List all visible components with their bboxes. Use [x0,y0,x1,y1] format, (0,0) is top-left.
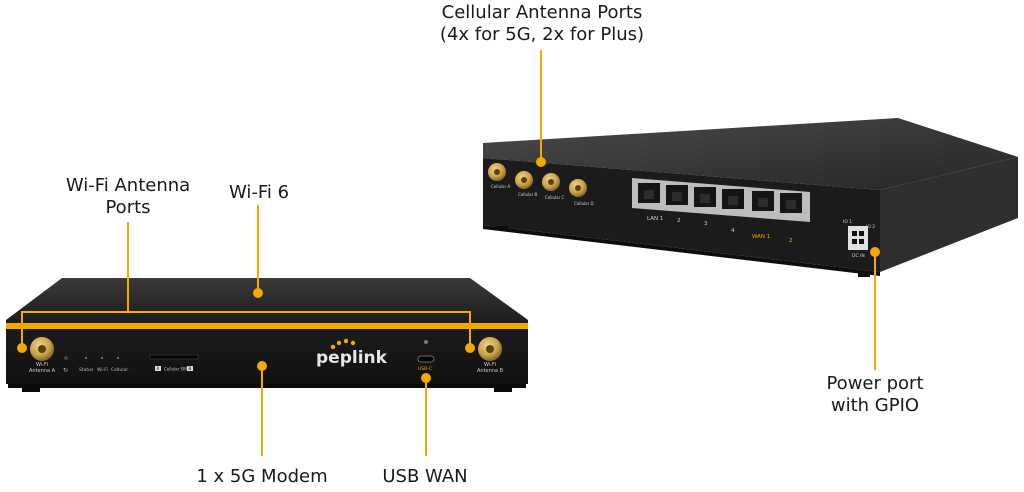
sim-slot[interactable] [149,354,199,360]
cellular-antenna-connectors [488,163,587,197]
cell-a-label: Cellular A [491,184,510,189]
cellular-ports-subtitle: (4x for 5G, 2x for Plus) [439,24,645,45]
power-port-labels: IO 1 IO 2 DC IN [843,219,875,259]
sim-b-label: B [189,366,192,371]
status-leds [84,356,120,360]
wan1-label: WAN 1 [752,234,770,240]
cellular-connector-d [569,179,587,197]
cell-b-label: Cellular B [518,192,537,197]
sim-label: Cellular SIM [164,367,188,372]
cellular-connector-c [542,173,560,191]
front-accent-stripe [6,323,528,329]
wifi-antenna-bracket [21,311,471,348]
reset-icon: ↻ [63,367,68,374]
power-port-callout: Power port with GPIO [800,373,950,417]
usb-c-label: USB-C [418,366,432,372]
lan3-label: 3 [704,221,708,227]
sim-labels: A Cellular SIM B [155,366,193,372]
ethernet-port-labels: LAN 1 2 3 4 WAN 1 2 [647,216,793,244]
wifi-led [100,356,104,360]
wifi-antenna-title: Wi-Fi Antenna [65,175,191,196]
led-status-label: Status [79,367,94,373]
lan2-label: 2 [677,218,681,224]
modem-label: 1 x 5G Modem [196,466,328,487]
wifi-a-label-2: Antenna A [29,368,56,374]
cellular-port-labels: Cellular A Cellular B Cellular C Cellula… [491,184,594,206]
cellular-led [116,356,120,360]
power-port[interactable] [848,226,868,250]
cellular-connector-b [515,171,533,189]
io2-label: IO 2 [866,224,875,230]
cellular-ports-title: Cellular Antenna Ports [441,2,643,23]
usb-c-port[interactable] [417,340,435,363]
io1-label: IO 1 [843,219,852,225]
power-port-subtitle: with GPIO [830,395,920,416]
cell-d-label: Cellular D [574,201,594,206]
wan2-label: 2 [789,238,793,244]
cell-c-label: Cellular C [545,195,564,200]
wifi-b-label-2: Antenna B [477,368,504,374]
led-cellular-label: Cellular [111,367,128,373]
brand-name: peplink [316,348,388,368]
cellular-ports-callout: Cellular Antenna Ports (4x for 5G, 2x fo… [437,2,647,46]
wifi-antenna-callout: Wi-Fi Antenna Ports [48,175,208,219]
modem-callout: 1 x 5G Modem [182,466,342,488]
wifi-b-label-1: Wi-Fi [484,362,496,368]
led-labels: Status Wi-Fi Cellular [79,367,128,373]
sim-a-label: A [157,366,160,371]
wifi-a-label-1: Wi-Fi [36,362,48,368]
usb-wan-label: USB WAN [382,466,468,487]
wifi-antenna-labels: Wi-Fi Antenna A Wi-Fi Antenna B [29,362,504,374]
peplink-logo: peplink [316,338,388,368]
lan4-label: 4 [731,228,735,234]
lan1-label: LAN 1 [647,216,663,222]
front-device [6,278,528,392]
usb-wan-callout: USB WAN [372,466,478,488]
callout-leader-lines [21,50,876,456]
led-wifi-label: Wi-Fi [97,367,108,373]
wifi-antenna-subtitle: Ports [105,197,151,218]
wifi6-label: Wi-Fi 6 [228,182,290,203]
wifi-antenna-b-connector [478,337,502,361]
power-port-title: Power port [826,373,924,394]
wifi6-callout: Wi-Fi 6 [214,182,304,204]
ethernet-port-block [632,178,810,222]
reset-button[interactable]: ↻ [63,356,68,374]
wifi-antenna-a-connector [30,337,54,361]
callout-markers [17,157,880,383]
cellular-connector-a [488,163,506,181]
dcin-label: DC IN [852,253,865,259]
status-led [84,356,88,360]
